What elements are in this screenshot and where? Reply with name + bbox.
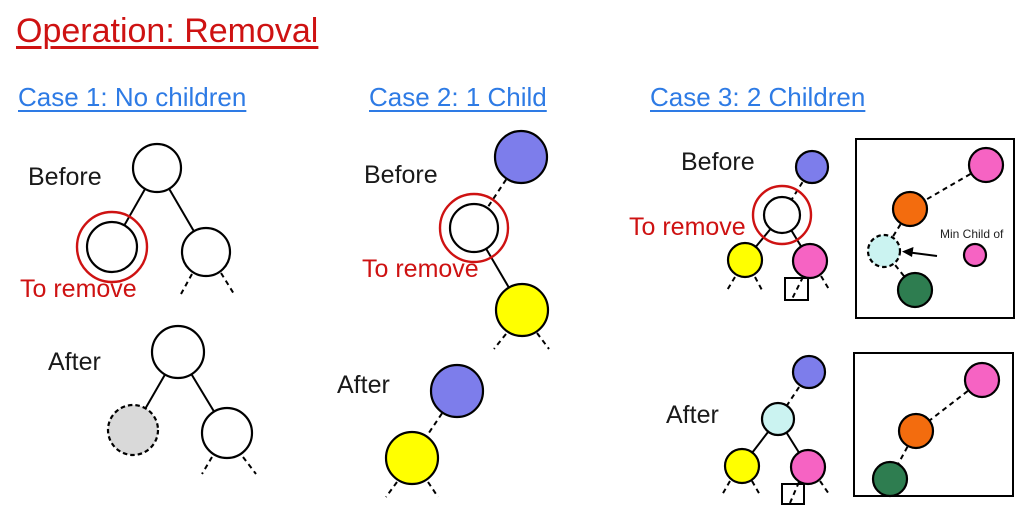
case2-after-child-node: [384, 430, 440, 486]
case1-after-removed-node: [106, 403, 160, 457]
left-child-pointer-box: [784, 277, 809, 301]
case2-after-label: After: [337, 371, 390, 399]
dashed-subtree-stub: [201, 456, 213, 475]
case1-header: Case 1: No children: [18, 82, 247, 112]
dashed-subtree-stub: [791, 276, 804, 300]
case1-before-root-node: [131, 142, 183, 194]
case1-before-tree: [75, 142, 235, 295]
dashed-subtree-stub: [180, 273, 193, 295]
case3-before-left-child-node: [726, 241, 764, 279]
chain-green-node: [871, 460, 909, 498]
chain-orange-node: [891, 190, 929, 228]
min-child-of-pink-node: [962, 242, 988, 268]
min-child-node: [866, 233, 902, 269]
dashed-subtree-stub: [220, 272, 235, 295]
case3-after-right-child-node: [789, 448, 827, 486]
dashed-subtree-stub: [385, 481, 398, 498]
case1-after-label: After: [48, 348, 101, 376]
case3-to-remove-ring: [751, 184, 813, 246]
case3-header: Case 3: 2 Children: [650, 82, 866, 112]
case1-to-remove-ring: [75, 210, 149, 284]
case2-before-label: Before: [364, 161, 438, 189]
dashed-subtree-stub: [751, 480, 761, 496]
case3-after-parent-node: [791, 354, 827, 390]
dashed-subtree-stub: [427, 481, 439, 498]
case1-to-remove-label: To remove: [20, 275, 137, 303]
dashed-subtree-stub: [754, 276, 764, 293]
case2-before-parent-node: [493, 129, 549, 185]
dashed-subtree-stub: [789, 481, 800, 504]
case1-after-root-node: [150, 324, 206, 380]
case3-after-min-chain: [871, 361, 1001, 498]
case1-after-tree: [106, 324, 257, 475]
case3-before-min-chain: [866, 146, 1005, 309]
dashed-subtree-stub: [721, 480, 731, 496]
dashed-subtree-stub: [819, 480, 830, 495]
case3-before-label: Before: [681, 148, 755, 176]
min-child-arrow: [909, 251, 938, 257]
case2-before-tree: [438, 129, 550, 350]
case3-before-remove-node: [762, 195, 802, 235]
min-child-arrow-head: [902, 247, 914, 257]
left-child-pointer-box: [781, 483, 805, 505]
case1-before-remove-node: [85, 220, 139, 274]
case2-after-tree: [384, 363, 485, 498]
case3-before-tree: [725, 149, 831, 301]
case2-before-remove-node: [448, 202, 500, 254]
case3-after-promoted-min-node: [760, 401, 796, 437]
dashed-subtree-stub: [536, 332, 550, 350]
case2-to-remove-ring: [438, 192, 510, 264]
slide-title: Operation: Removal: [16, 12, 319, 50]
dashed-subtree-stub: [725, 276, 736, 293]
case1-before-label: Before: [28, 163, 102, 191]
dashed-subtree-stub: [493, 333, 507, 350]
dashed-subtree-stub: [242, 456, 257, 475]
case2-header: Case 2: 1 Child: [369, 82, 547, 112]
case3-after-label: After: [666, 401, 719, 429]
case3-to-remove-label: To remove: [629, 213, 746, 241]
case3-before-parent-node: [794, 149, 830, 185]
case3-before-right-child-node: [791, 242, 829, 280]
case2-to-remove-label: To remove: [362, 255, 479, 283]
chain-pink-node: [967, 146, 1005, 184]
chain-pink-node: [963, 361, 1001, 399]
case3-after-tree: [721, 354, 830, 505]
case1-before-right-node: [180, 226, 232, 278]
case3-after-left-child-node: [723, 447, 761, 485]
case2-before-child-node: [494, 282, 550, 338]
min-child-of-label: Min Child of: [940, 227, 1004, 241]
case2-after-parent-node: [429, 363, 485, 419]
case1-after-right-node: [200, 406, 254, 460]
chain-orange-node: [897, 412, 935, 450]
dashed-subtree-stub: [820, 275, 831, 292]
chain-green-node: [896, 271, 934, 309]
